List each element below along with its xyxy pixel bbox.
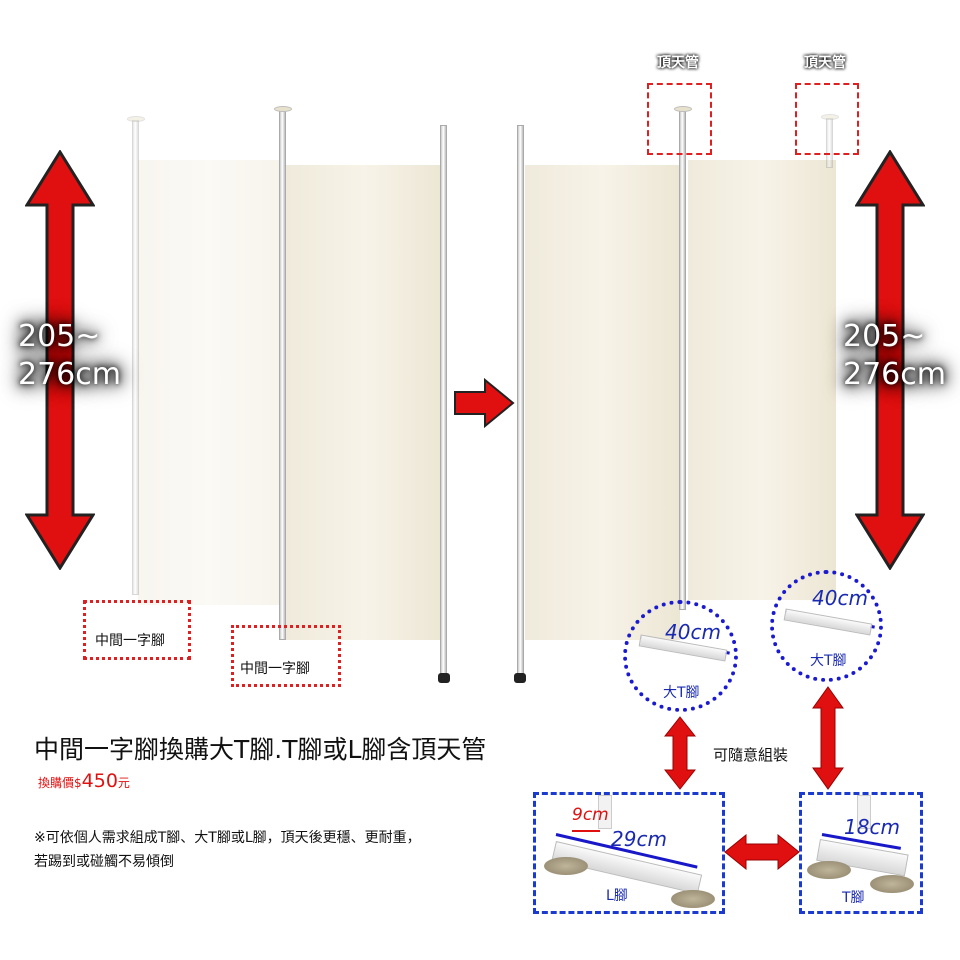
panel — [688, 160, 836, 600]
pole-stub — [857, 795, 871, 829]
height-label-left: 205~ 276cm — [18, 318, 121, 394]
pole — [132, 120, 139, 595]
panel — [286, 165, 444, 640]
price: 換購價$450元 — [38, 770, 130, 792]
big-t-foot-circle: 40cm 大T腳 — [623, 600, 738, 712]
panel — [525, 165, 680, 640]
wheel — [514, 673, 526, 683]
assemble-note: 可隨意組裝 — [713, 746, 789, 764]
l-foot-box: 9cm 29cm L腳 — [533, 792, 725, 914]
top-pole-highlight — [647, 83, 712, 155]
height-line2: 276cm — [843, 357, 946, 392]
middle-foot-label: 中間一字腳 — [95, 633, 165, 649]
pole — [517, 125, 524, 677]
height-label-right: 205~ 276cm — [843, 318, 946, 394]
height-arrow-right-icon — [855, 150, 925, 570]
big-t-label: 大T腳 — [810, 653, 847, 669]
swap-arrow-vertical-icon — [812, 686, 844, 790]
headline: 中間一字腳換購大T腳.T腳或L腳含頂天管 — [34, 735, 487, 764]
pole-cap — [821, 114, 839, 120]
pole — [679, 110, 686, 610]
t-foot-label: T腳 — [842, 890, 865, 906]
foot-pad — [870, 875, 914, 893]
wheel — [438, 673, 450, 683]
price-suffix: 元 — [117, 776, 130, 790]
note-line: 若踢到或碰觸不易傾倒 — [34, 854, 174, 870]
t-foot-box: 18cm T腳 — [799, 792, 923, 914]
right-arrow-icon — [454, 378, 515, 428]
foot-bar — [783, 608, 873, 636]
t-foot-width: 18cm — [844, 815, 900, 839]
pole-cap — [674, 106, 692, 112]
foot-pad — [544, 857, 588, 875]
top-pole-label: 頂天管 — [804, 55, 846, 71]
pole — [279, 110, 286, 640]
middle-foot-label: 中間一字腳 — [240, 661, 310, 677]
big-t-label: 大T腳 — [663, 685, 700, 701]
panel — [138, 160, 280, 605]
pole-stub — [598, 795, 612, 829]
pole-cap — [127, 116, 145, 122]
height-line2: 276cm — [18, 357, 121, 392]
middle-foot-highlight — [231, 625, 341, 687]
height-line1: 205~ — [843, 319, 926, 354]
short-dimension-line — [572, 830, 600, 832]
price-prefix: 換購價$ — [38, 776, 82, 790]
price-amount: 450 — [81, 770, 118, 792]
l-foot-label: L腳 — [606, 888, 628, 904]
foot-pad — [807, 861, 851, 879]
pole-cap — [274, 106, 292, 112]
note: ※可依個人需求組成T腳、大T腳或L腳，頂天後更穩、更耐重， 若踢到或碰觸不易傾倒 — [34, 826, 421, 874]
top-pole-highlight — [795, 83, 859, 155]
big-t-width: 40cm — [812, 586, 868, 610]
height-line1: 205~ — [18, 319, 101, 354]
middle-foot-highlight — [83, 600, 191, 660]
l-foot-short: 9cm — [572, 805, 609, 825]
foot-pad — [671, 890, 715, 908]
note-line: ※可依個人需求組成T腳、大T腳或L腳，頂天後更穩、更耐重， — [34, 830, 421, 846]
big-t-foot-circle: 40cm 大T腳 — [770, 570, 883, 682]
swap-arrow-horizontal-icon — [724, 834, 800, 870]
swap-arrow-vertical-icon — [664, 716, 696, 790]
height-arrow-left-icon — [25, 150, 95, 570]
top-pole-label: 頂天管 — [657, 55, 699, 71]
pole — [440, 125, 447, 677]
